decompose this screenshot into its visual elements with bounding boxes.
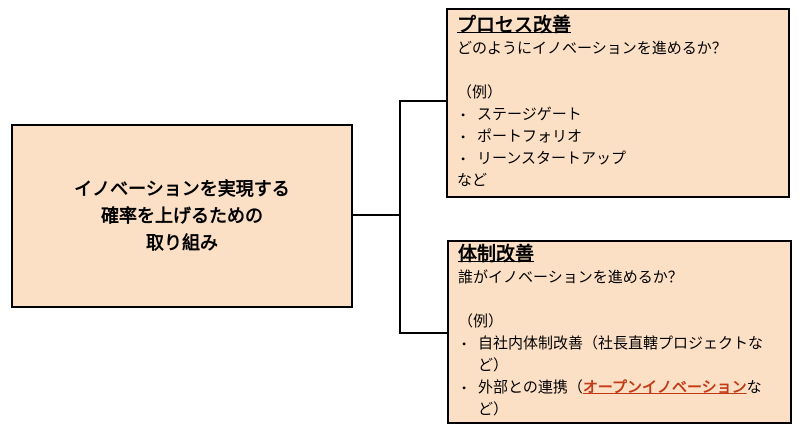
system-box-item-2-pre: 外部との連携（	[478, 380, 583, 396]
system-box-bullet-item: • 自社内体制改善（社長直轄プロジェクトなど）	[458, 333, 784, 377]
process-box-etc-label: など	[457, 173, 488, 189]
process-box-bullet-item: • リーンスタートアップ	[457, 148, 782, 170]
system-box-item-2-post: など）	[478, 380, 762, 418]
system-box-item-2: 外部との連携（オープンイノベーションなど）	[478, 377, 784, 421]
process-box-question: どのようにイノベーションを進めるか？	[457, 41, 727, 57]
root-box-line-3: 取り組み	[146, 232, 218, 253]
system-box-title: 体制改善	[458, 244, 535, 265]
open-innovation-highlight: オープンイノベーション	[582, 380, 747, 396]
system-box-item-1: 自社内体制改善（社長直轄プロジェクトなど）	[478, 336, 764, 374]
connector-branch-bottom	[399, 332, 448, 334]
process-box-item-1: ステージゲート	[477, 107, 582, 123]
process-box-item-3: リーンスタートアップ	[477, 151, 626, 167]
bullet-icon: •	[462, 381, 467, 395]
bullet-icon: •	[461, 130, 466, 144]
process-box-bullet-item: • ポートフォリオ	[457, 126, 782, 148]
connector-trunk	[399, 100, 401, 334]
connector-branch-top	[399, 100, 447, 102]
process-box-title: プロセス改善	[457, 15, 572, 36]
connector-root-stub	[351, 214, 401, 216]
process-box-example-label: （例）	[457, 85, 503, 101]
system-box-bullet-item: • 外部との連携（オープンイノベーションなど）	[458, 377, 784, 421]
system-box-spacer	[458, 289, 784, 311]
system-box-question: 誰がイノベーションを進めるか？	[458, 270, 683, 286]
root-box: イノベーションを実現する 確率を上げるための 取り組み	[11, 124, 353, 308]
root-box-line-2: 確率を上げるための	[101, 205, 263, 226]
process-improvement-box: プロセス改善 どのようにイノベーションを進めるか？ （例） • ステージゲート …	[446, 8, 790, 198]
root-box-line-1: イノベーションを実現する	[74, 178, 290, 199]
system-improvement-box: 体制改善 誰がイノベーションを進めるか？ （例） • 自社内体制改善（社長直轄プ…	[447, 240, 792, 424]
bullet-icon: •	[461, 152, 466, 166]
system-box-example-label: （例）	[458, 314, 504, 330]
bullet-icon: •	[461, 108, 466, 122]
process-box-spacer	[457, 60, 782, 82]
bullet-icon: •	[462, 337, 467, 351]
process-box-bullet-item: • ステージゲート	[457, 104, 782, 126]
process-box-item-2: ポートフォリオ	[477, 129, 583, 145]
